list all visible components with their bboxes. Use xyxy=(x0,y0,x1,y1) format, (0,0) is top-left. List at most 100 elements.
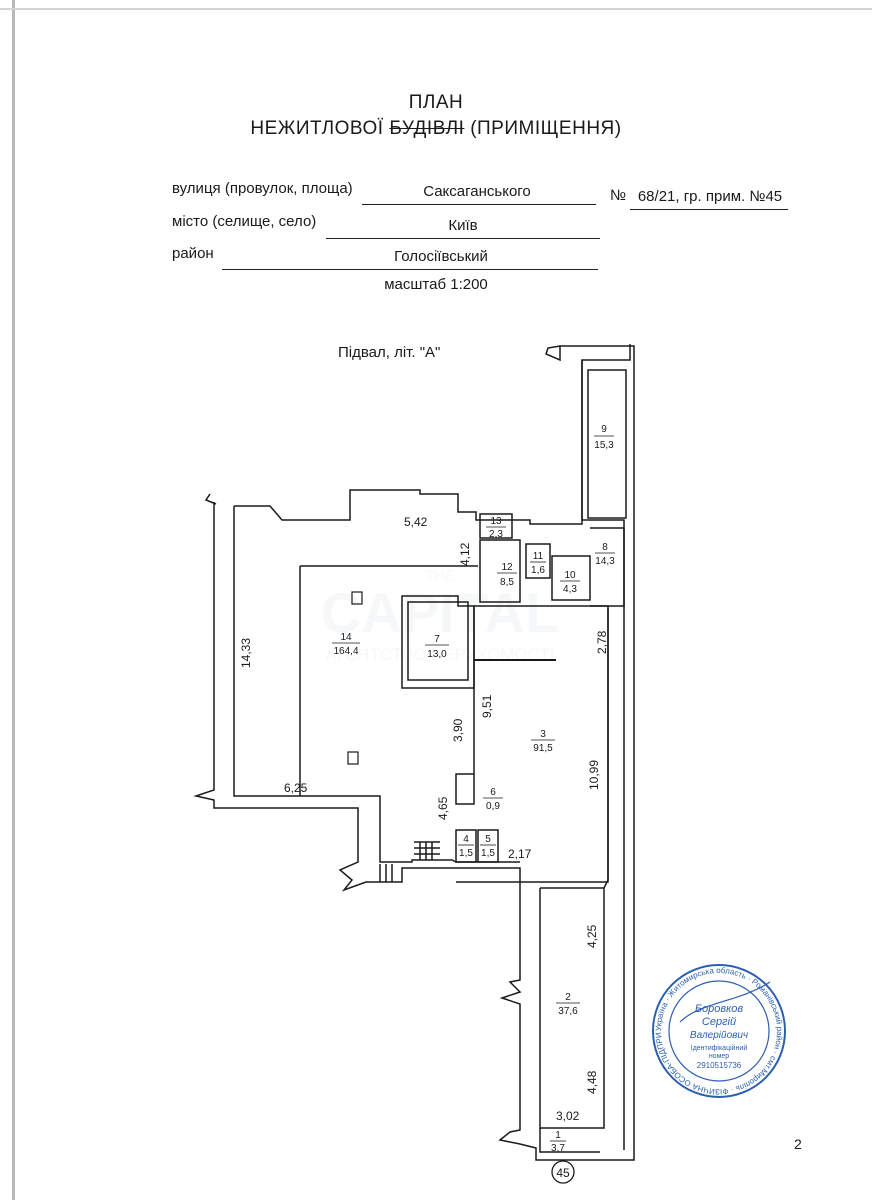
plan-walls xyxy=(193,344,635,1161)
entrance-steps xyxy=(379,864,393,882)
room-11-outline xyxy=(525,543,551,579)
number-underline xyxy=(630,209,788,210)
dimension-label: 14,33 xyxy=(239,638,253,668)
stamp-id-label2: номер xyxy=(709,1053,729,1060)
room-id: 12 xyxy=(501,562,513,573)
room-id: 13 xyxy=(490,516,502,527)
stamp-id-number: 2910515736 xyxy=(697,1061,742,1070)
room-area: 8,5 xyxy=(500,577,514,588)
room-id: 7 xyxy=(434,634,440,645)
staircase xyxy=(414,841,440,860)
room-id: 2 xyxy=(565,992,571,1003)
room-area: 15,3 xyxy=(594,440,614,451)
dimension-label: 3,90 xyxy=(451,718,465,742)
watermark-line1: THE xyxy=(426,567,454,583)
street-value: Саксаганського xyxy=(423,183,531,200)
west-wall-inner xyxy=(233,506,520,863)
room-7-inner xyxy=(407,601,469,681)
room-area: 0,9 xyxy=(486,801,500,812)
doc-subtitle: НЕЖИТЛОВОЇ БУДІВЛІ (ПРИМІЩЕННЯ) xyxy=(0,118,872,140)
room-area: 2,3 xyxy=(489,529,503,540)
room-area: 1,5 xyxy=(459,848,473,859)
city-label: місто (селище, село) xyxy=(172,213,317,230)
room-id: 10 xyxy=(564,570,576,581)
dimension-label: 5,42 xyxy=(404,515,428,529)
dimension-label: 4,65 xyxy=(436,796,450,820)
dimension-label: 2,78 xyxy=(595,630,609,654)
district-label: район xyxy=(172,245,214,262)
wall-break-left xyxy=(204,493,217,505)
subtitle-part-b: (ПРИМІЩЕННЯ) xyxy=(464,118,622,139)
room-12-outline xyxy=(479,539,521,603)
room-id: 5 xyxy=(485,834,491,845)
room-area: 91,5 xyxy=(533,743,553,754)
dimension-label: 9,51 xyxy=(480,694,494,718)
stamp-name2: Сергій xyxy=(702,1016,736,1028)
stamp-outer-ring xyxy=(652,964,786,1098)
room-id: 9 xyxy=(601,424,607,435)
city-value: Київ xyxy=(448,217,478,234)
city-underline xyxy=(326,238,600,239)
page-edge-top xyxy=(0,8,872,10)
room-6-outline xyxy=(455,773,475,805)
room-id: 8 xyxy=(602,542,608,553)
room-area: 164,4 xyxy=(333,646,358,657)
page-number: 2 xyxy=(794,1136,802,1152)
room-area: 37,6 xyxy=(558,1006,578,1017)
subtitle-struck-word: БУДІВЛІ xyxy=(389,118,465,139)
room-1-walls xyxy=(539,1128,600,1153)
number-value: 68/21, гр. прим. №45 xyxy=(637,188,783,205)
room-3-outline xyxy=(456,605,609,883)
stamp-name3: Валерійович xyxy=(690,1030,748,1041)
east-wall xyxy=(581,360,625,1150)
room-area: 13,0 xyxy=(427,649,447,660)
column-icon xyxy=(347,751,359,765)
room-id: 4 xyxy=(463,834,469,845)
dimension-label: 2,17 xyxy=(508,847,532,861)
floor-label: Підвал, літ. "А" xyxy=(338,344,441,361)
stamp-name1: Боровков xyxy=(695,1003,744,1015)
room-9-outline xyxy=(587,369,627,519)
dimension-label: 3,02 xyxy=(556,1109,580,1123)
room-4-outline xyxy=(455,829,477,863)
room-id: 14 xyxy=(340,632,352,643)
room-area: 4,3 xyxy=(563,584,577,595)
apartment-marker xyxy=(551,1160,575,1184)
room-area: 14,3 xyxy=(595,556,615,567)
dimension-labels: 5,42 4,12 14,33 2,78 9,51 3,90 6,25 10,9… xyxy=(239,515,609,1123)
room-id: 3 xyxy=(540,729,546,740)
room-area: 1,5 xyxy=(481,848,495,859)
district-underline xyxy=(222,269,598,270)
room-id: 1 xyxy=(555,1130,561,1141)
official-stamp: Україна · Житомирська область · Романівс… xyxy=(650,962,786,1098)
street-label: вулиця (провулок, площа) xyxy=(172,180,353,197)
column-icon xyxy=(351,591,363,605)
room-id: 6 xyxy=(490,787,496,798)
north-wall xyxy=(234,344,631,525)
dimension-label: 4,25 xyxy=(585,924,599,948)
room-13-outline xyxy=(479,513,513,539)
dimension-label: 4,48 xyxy=(585,1070,599,1094)
street-underline xyxy=(362,204,596,205)
room-2-walls xyxy=(539,887,605,1129)
doc-title: ПЛАН xyxy=(408,92,464,113)
room-8-outline xyxy=(590,527,625,607)
dimension-label: 6,25 xyxy=(284,781,308,795)
apartment-number: 45 xyxy=(556,1166,570,1180)
stamp-inner-ring xyxy=(668,980,770,1082)
stamp-id-label1: Ідентифікаційний xyxy=(691,1044,748,1052)
room-labels: 9 15,3 13 2,3 8 14,3 11 1,6 12 8,5 10 4,… xyxy=(332,424,615,1154)
dimension-label: 10,99 xyxy=(587,760,601,790)
district-value: Голосіївський xyxy=(394,248,488,265)
signature-stroke xyxy=(679,981,771,1023)
room-id: 11 xyxy=(533,551,544,562)
outer-wall xyxy=(193,345,635,1161)
page-edge xyxy=(12,0,15,1200)
room-area: 1,6 xyxy=(531,565,545,576)
number-label: № xyxy=(610,187,627,204)
room-5-outline xyxy=(477,829,499,863)
scale-label: масштаб 1:200 xyxy=(384,276,488,293)
dimension-label: 4,12 xyxy=(458,542,472,566)
subtitle-part-a: НЕЖИТЛОВОЇ xyxy=(250,118,390,139)
